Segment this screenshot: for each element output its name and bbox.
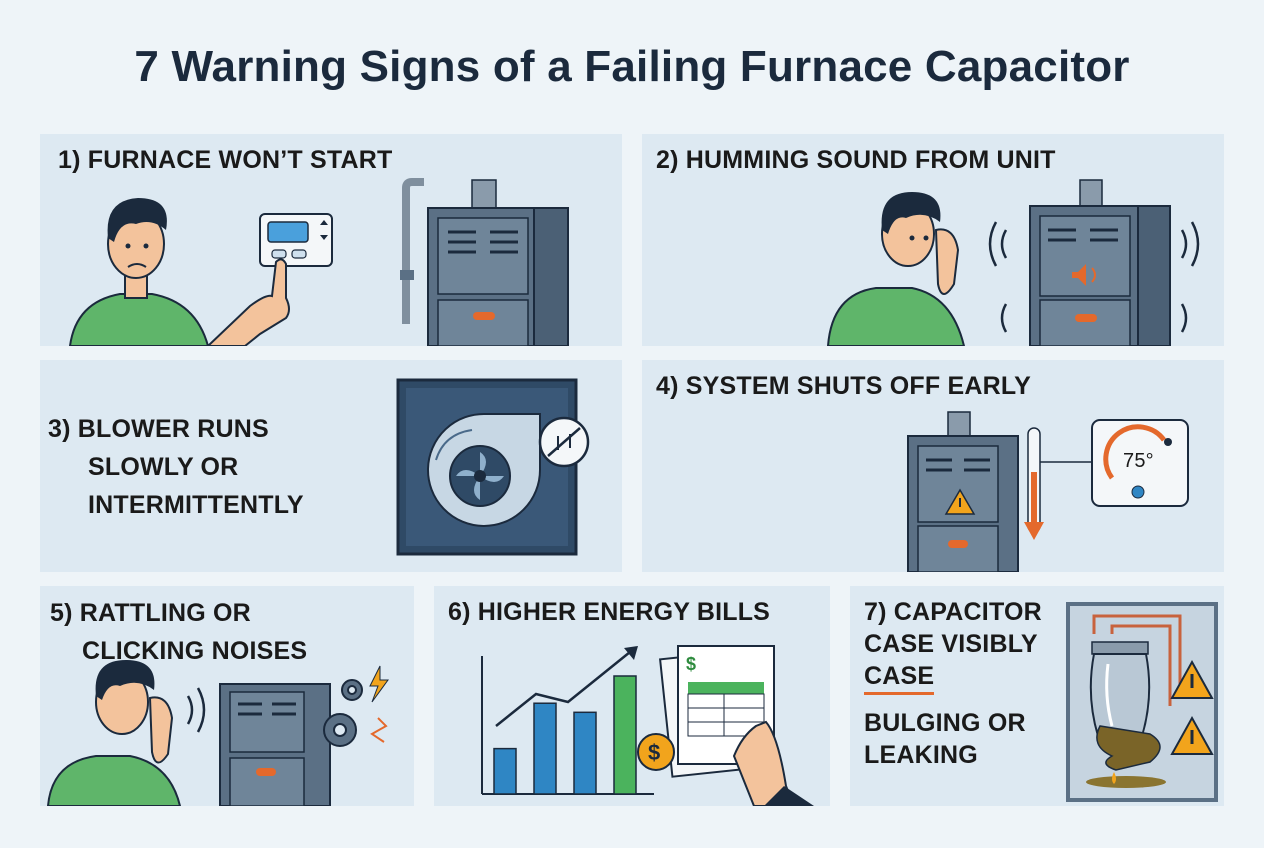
panel-shuts-off-early: 4) SYSTEM SHUTS OFF EARLY 75° [642, 360, 1224, 572]
person-icon [68, 198, 210, 346]
hand-icon [732, 720, 814, 806]
label-line: 5) RATTLING OR [50, 599, 251, 627]
person-listening-icon [826, 192, 966, 346]
furnace-icon [1029, 179, 1171, 346]
energy-bar [613, 675, 637, 795]
gears-icon [323, 679, 363, 747]
panel-label: 7) CAPACITOR CASE VISIBLY CASE BULGING O… [864, 596, 1042, 771]
panel-capacitor-bulging: 7) CAPACITOR CASE VISIBLY CASE BULGING O… [850, 586, 1224, 806]
sound-waves-icon [988, 221, 1200, 333]
energy-bar [493, 747, 517, 795]
energy-bar [573, 711, 597, 795]
warning-icon [1170, 659, 1214, 755]
panel-higher-energy-bills: 6) HIGHER ENERGY BILLS $ $ [434, 586, 830, 806]
panel-5-illustration [46, 660, 389, 806]
slow-fan-icon [538, 416, 590, 468]
label-line: SLOWLY OR [88, 453, 239, 481]
svg-text:$: $ [686, 654, 696, 674]
label-line: 7) CAPACITOR [864, 598, 1042, 626]
dollar-coin-icon: $ [637, 733, 675, 771]
panel-label: 2) HUMMING SOUND FROM UNIT [656, 146, 1056, 174]
sound-waves-icon [186, 687, 206, 733]
label-line: 3) BLOWER RUNS [48, 415, 269, 443]
panel-furnace-wont-start: 1) FURNACE WON’T START [40, 134, 622, 346]
label-line: BULGING OR [864, 709, 1026, 737]
label-line: CASE VISIBLY [864, 630, 1038, 658]
pointing-hand-icon [206, 258, 290, 346]
furnace-icon [219, 683, 331, 806]
panel-label: 5) RATTLING OR CLICKING NOISES [50, 594, 307, 670]
warning-icon [944, 488, 976, 515]
panel-rattling-clicking: 5) RATTLING OR CLICKING NOISES [40, 586, 414, 806]
trend-arrow-icon [495, 646, 638, 727]
furnace-icon [907, 411, 1019, 572]
capacitor-icon [1089, 614, 1182, 737]
panel-7-illustration [1066, 602, 1218, 802]
panel-humming-sound: 2) HUMMING SOUND FROM UNIT [642, 134, 1224, 346]
thermostat-icon [1091, 419, 1189, 507]
person-listening-icon [46, 660, 182, 806]
spark-icon [369, 665, 389, 743]
furnace-icon [400, 178, 569, 346]
label-line: LEAKING [864, 741, 978, 769]
panel-blower-runs-slowly: 3) BLOWER RUNS SLOWLY OR INTERMITTENTLY [40, 360, 622, 572]
panel-2-illustration [826, 179, 1200, 346]
speaker-icon [1072, 264, 1096, 286]
leak-icon [1086, 725, 1166, 788]
label-line: INTERMITTENTLY [88, 491, 304, 519]
label-line: CASE [864, 660, 935, 695]
blower-fan-icon [396, 378, 578, 556]
thermometer-down-icon [1024, 427, 1092, 540]
panel-label: 1) FURNACE WON’T START [58, 146, 393, 174]
panel-label: 4) SYSTEM SHUTS OFF EARLY [656, 372, 1031, 400]
panel-1-illustration [68, 178, 569, 346]
bar-chart-icon [481, 656, 654, 795]
panel-label: 3) BLOWER RUNS SLOWLY OR INTERMITTENTLY [48, 410, 304, 524]
thermostat-reading: 75° [1123, 450, 1154, 472]
page-title: 7 Warning Signs of a Failing Furnace Cap… [134, 42, 1130, 91]
panel-6-illustration: $ $ [481, 645, 814, 806]
panel-3-illustration [396, 378, 590, 556]
thermostat-icon [259, 213, 333, 267]
svg-text:$: $ [648, 740, 660, 765]
panel-4-illustration [907, 411, 1189, 572]
label-line: CLICKING NOISES [82, 637, 308, 665]
energy-bar [533, 702, 557, 795]
panel-label: 6) HIGHER ENERGY BILLS [448, 598, 771, 626]
